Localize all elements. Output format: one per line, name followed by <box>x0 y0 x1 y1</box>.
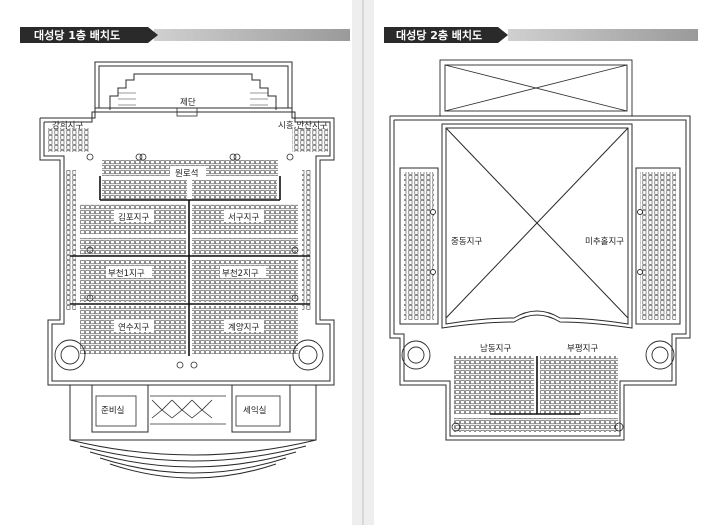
bupyeong-section-label: 부평지구 <box>567 343 598 354</box>
floor2-balcony-pews <box>454 356 618 432</box>
gyeyang-section-label: 계양지구 <box>228 322 259 333</box>
floor2-stair-towers <box>401 340 675 370</box>
front-left-seats <box>48 128 90 152</box>
michuhol-gallery-seats <box>640 172 676 320</box>
seo-section-label: 서구지구 <box>228 213 259 223</box>
baptism-room <box>235 395 281 427</box>
right-page: 대성당 2층 배치도 중동지구 <box>384 27 698 441</box>
left-page-title: 대성당 1층 배치도 <box>34 28 120 42</box>
bucheon1-section-label: 부천1지구 <box>108 268 145 279</box>
namdong-section-label: 남동지구 <box>480 344 511 354</box>
floor2-section-dividers <box>490 356 580 415</box>
altar-table <box>176 107 198 117</box>
prep-room-label: 준비실 <box>101 405 124 416</box>
section-dividers <box>70 176 310 356</box>
baptism-room-label: 세익실 <box>243 405 266 416</box>
right-header: 대성당 2층 배치도 <box>384 27 698 43</box>
stair-towers <box>54 339 324 371</box>
jungdong-section-label: 중동지구 <box>451 237 482 247</box>
entrance-doors <box>150 395 226 425</box>
prep-room <box>95 395 137 427</box>
front-right-seats <box>292 128 328 152</box>
left-page: 대성당 1층 배치도 제단 <box>20 27 350 479</box>
right-page-title: 대성당 2층 배치도 <box>396 28 482 42</box>
left-header: 대성당 1층 배치도 <box>20 27 350 43</box>
yeonsu-section-label: 연수지구 <box>118 323 149 333</box>
left-front-section-label: 강희지구 <box>52 120 83 131</box>
floor2-walls <box>389 115 691 441</box>
bucheon2-section-label: 부천2지구 <box>222 268 259 279</box>
right-front-section-label: 시흥,안산지구 <box>278 120 328 131</box>
altar-label: 제단 <box>180 97 196 108</box>
michuhol-section-label: 미추홀지구 <box>585 236 624 247</box>
jungdong-gallery-seats <box>404 172 434 320</box>
center-seating-label: 원로석 <box>175 168 198 179</box>
gimpo-section-label: 김포지구 <box>118 212 149 223</box>
